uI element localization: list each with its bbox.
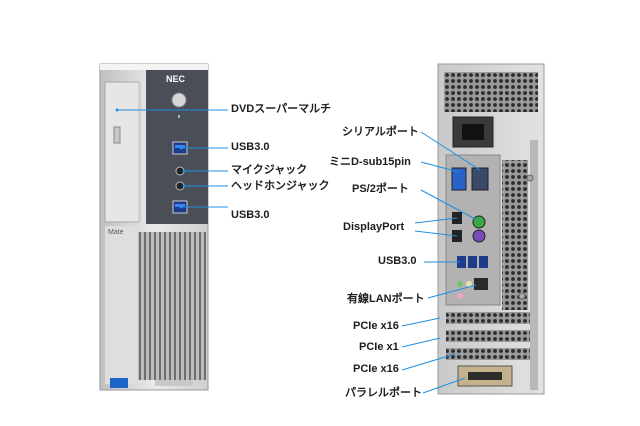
dvd-drive — [104, 81, 140, 223]
usb-port-icon — [479, 256, 488, 268]
label-pcie-x1: PCIe x1 — [359, 341, 399, 353]
audio-jack-icon — [466, 281, 472, 287]
brand-logo: NEC — [166, 74, 186, 84]
label-mic: マイクジャック — [231, 164, 308, 176]
eject-button — [113, 126, 121, 144]
callout-dots — [115, 108, 186, 209]
label-usb-top: USB3.0 — [231, 141, 270, 153]
pcie-slot — [446, 330, 530, 342]
callout-lines — [117, 109, 481, 394]
lan-port — [474, 278, 488, 290]
fan-grill — [444, 72, 538, 112]
audio-jack-icon — [457, 293, 463, 299]
label-usb-bottom: USB3.0 — [231, 209, 270, 221]
serial-port — [471, 167, 489, 191]
label-ps2: PS/2ポート — [352, 183, 409, 195]
model-logo: Mate — [108, 229, 124, 236]
ps2-keyboard-port — [472, 229, 486, 243]
label-lan: 有線LANポート — [347, 293, 425, 305]
label-dvd: DVDスーパーマルチ — [231, 103, 332, 115]
label-mini-dsub: ミニD-sub15pin — [329, 156, 411, 168]
ps2-mouse-port — [472, 215, 486, 229]
label-pcie-x16-a: PCIe x16 — [353, 320, 399, 332]
power-button — [171, 92, 187, 108]
usb-port-icon — [468, 256, 477, 268]
audio-jack-icon — [457, 281, 463, 287]
pcie-slot — [446, 312, 530, 324]
side-vents — [502, 160, 528, 310]
label-pcie-x16-b: PCIe x16 — [353, 363, 399, 375]
label-usb-back: USB3.0 — [378, 255, 417, 267]
usb-port-icon — [457, 256, 466, 268]
label-parallel: パラレルポート — [345, 387, 422, 399]
label-serial: シリアルポート — [342, 126, 419, 138]
label-headphone: ヘッドホンジャック — [231, 180, 330, 192]
front-vents — [138, 232, 206, 380]
front-pc — [99, 63, 209, 391]
pcie-slot — [446, 348, 530, 360]
vga-port — [451, 167, 467, 191]
back-pc — [437, 63, 545, 395]
label-displayport: DisplayPort — [343, 221, 405, 233]
badge-sticker — [110, 378, 128, 388]
